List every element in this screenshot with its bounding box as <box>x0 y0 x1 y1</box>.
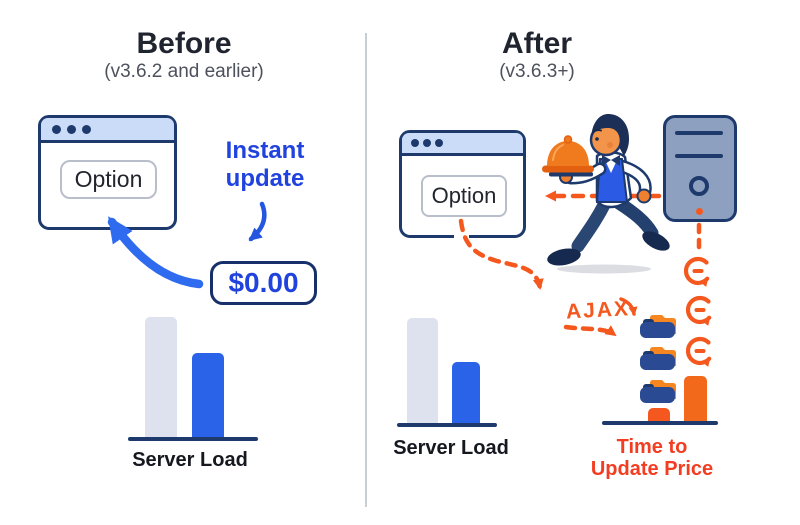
chart-baseline <box>602 420 718 425</box>
panel-divider <box>365 33 367 507</box>
option-button-label: Option <box>431 183 497 208</box>
price-to-browser-arrow <box>107 216 204 289</box>
before-title: Before <box>136 27 232 60</box>
option-button-after[interactable]: Option <box>421 175 507 217</box>
ground-shadow <box>557 264 651 274</box>
window-dot-icon <box>423 139 431 147</box>
before-subtitle: (v3.6.2 and earlier) <box>104 61 264 82</box>
window-dot-icon <box>435 139 443 147</box>
window-dot-icon <box>67 124 76 134</box>
data-folder-icon <box>640 347 676 370</box>
update-time-label: Time to Update Price <box>590 436 714 480</box>
browser-window-after: Option <box>399 130 526 238</box>
price-value: $0.00 <box>228 267 299 298</box>
price-badge: $0.00 <box>210 261 317 305</box>
bar-orange-tall <box>684 376 707 421</box>
bar-orange-short <box>648 408 670 421</box>
server-load-chart-before <box>128 316 258 441</box>
server-load-label-before: Server Load <box>132 449 248 471</box>
update-time-chart <box>602 375 718 425</box>
note-to-price-arrow <box>248 201 267 242</box>
server-slot-icon <box>675 154 723 158</box>
chart-baseline <box>397 422 497 427</box>
server-load-chart-after <box>397 317 497 427</box>
pending-update-icon <box>685 295 712 326</box>
waiter-illustration <box>547 114 670 274</box>
power-button-icon <box>689 176 709 196</box>
server-led-icon <box>696 208 703 215</box>
browser-titlebar <box>402 133 523 156</box>
window-dot-icon <box>52 124 61 134</box>
option-button-label: Option <box>74 166 143 192</box>
bar-gray <box>145 317 177 437</box>
window-dot-icon <box>82 124 91 134</box>
ajax-label: AJAX <box>565 297 631 324</box>
server-tower <box>663 115 737 222</box>
after-title: After <box>501 27 572 60</box>
bar-blue <box>452 362 480 423</box>
data-folder-icon <box>640 315 676 338</box>
bar-blue <box>192 353 224 437</box>
window-dot-icon <box>411 139 419 147</box>
ajax-to-queue-arrow <box>563 324 618 338</box>
bar-gray <box>407 318 438 423</box>
chart-baseline <box>128 436 258 441</box>
server-load-label-after: Server Load <box>393 437 509 459</box>
server-slot-icon <box>675 131 723 135</box>
pending-update-icon <box>683 256 710 287</box>
browser-window-before: Option <box>38 115 177 230</box>
pending-update-icon <box>685 336 712 367</box>
instant-update-note: Instant update <box>225 137 305 192</box>
cloche-icon <box>542 135 594 177</box>
option-button-before[interactable]: Option <box>60 160 157 199</box>
browser-titlebar <box>41 118 174 143</box>
after-subtitle: (v3.6.3+) <box>499 61 575 82</box>
